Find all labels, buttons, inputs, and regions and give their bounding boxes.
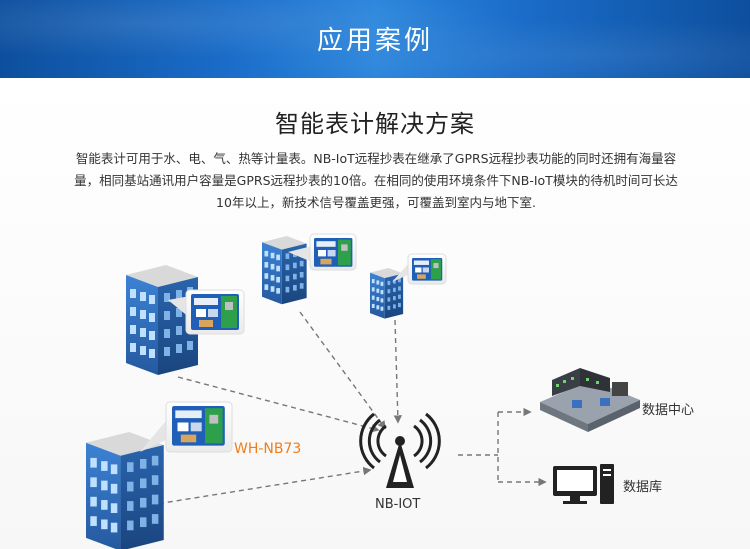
nb-module-icon: [140, 401, 233, 453]
nb-module-icon: [392, 253, 447, 285]
banner: 应用案例: [0, 0, 750, 78]
banner-title: 应用案例: [316, 26, 433, 56]
data-center-icon: [540, 368, 640, 432]
section-description: 智能表计可用于水、电、气、热等计量表。NB-IoT远程抄表在继承了GPRS远程抄…: [46, 148, 706, 214]
tower-label: NB-IOT: [375, 497, 421, 512]
description-line: 10年以上，新技术信号覆盖更强，可覆盖到室内与地下室.: [216, 195, 536, 210]
database-label: 数据库: [623, 480, 663, 495]
building-icon: [262, 236, 307, 305]
data-center-label: 数据中心: [642, 403, 695, 418]
section-heading: 智能表计解决方案: [275, 110, 475, 138]
description-line: 智能表计可用于水、电、气、热等计量表。NB-IoT远程抄表在继承了GPRS远程抄…: [75, 151, 677, 166]
computer-icon: [553, 464, 614, 504]
connection-arrows: [149, 311, 547, 506]
nb-module-icon: [168, 289, 245, 335]
description-line: 量，相同基站通讯用户容量是GPRS远程抄表的10倍。在相同的使用环境条件下NB-…: [74, 173, 678, 188]
module-label: WH-NB73: [234, 441, 302, 457]
signal-tower-icon: [359, 412, 441, 488]
nb-module-icon: [288, 233, 357, 271]
building-icon: [86, 432, 164, 549]
